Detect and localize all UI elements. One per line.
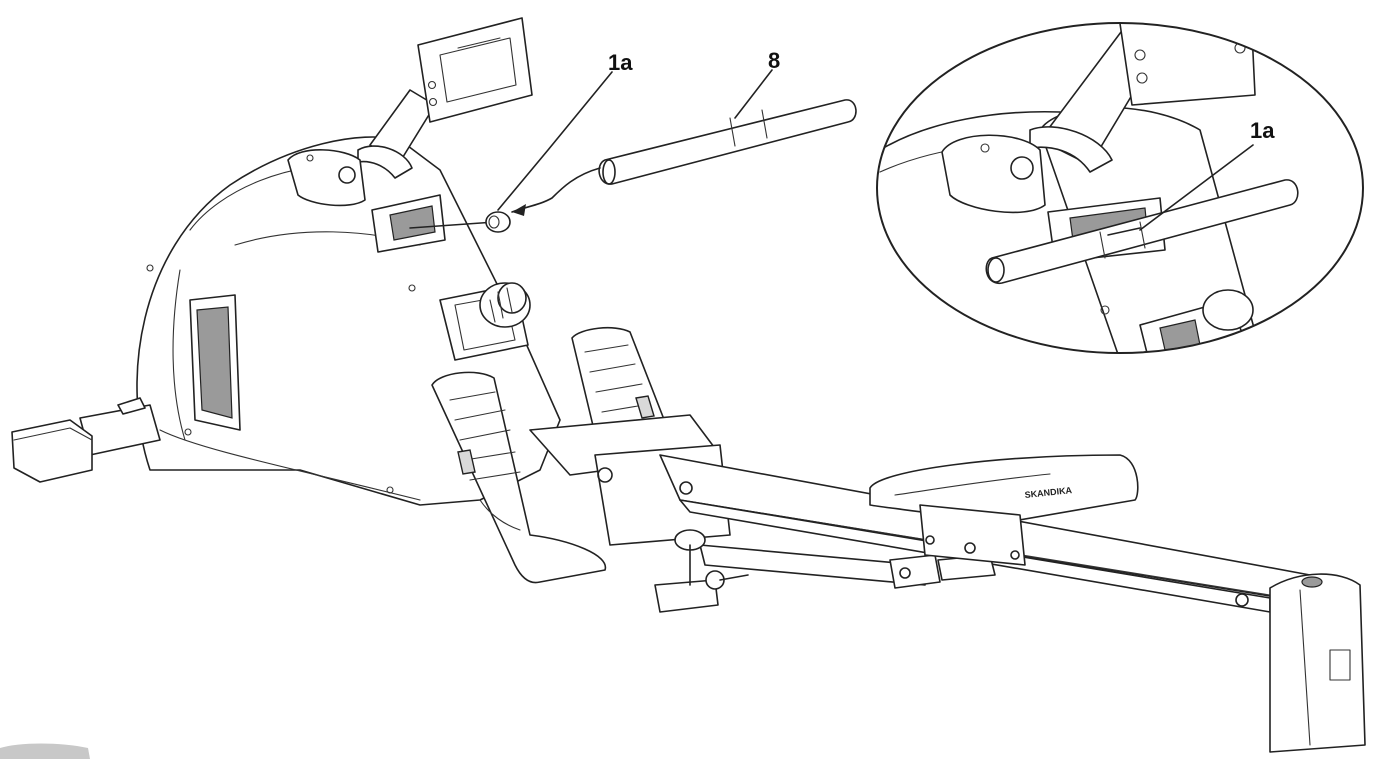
callout-label-1a: 1a (608, 50, 633, 75)
detail-callout-label-1a: 1a (1250, 118, 1275, 143)
tension-knob (439, 282, 531, 361)
seat: SKANDIKA (869, 454, 1139, 566)
strap-connector-1a (485, 211, 511, 233)
page-corner-tab (0, 743, 90, 759)
monitor-arm (357, 89, 436, 179)
handlebar-8 (598, 99, 857, 185)
handle-rest-pad (287, 149, 366, 207)
front-foot-adjuster (654, 529, 749, 613)
callout-8-leader (734, 69, 773, 119)
detail-callout-1a-leader (1139, 144, 1254, 231)
monitor-display (417, 17, 533, 123)
callout-label-8: 8 (768, 48, 780, 73)
air-vent-mesh (196, 306, 233, 419)
callout-1a-leader (497, 71, 613, 211)
detail-inset (876, 22, 1364, 354)
left-footrest (431, 371, 606, 584)
handle-catch-slot (371, 194, 496, 253)
front-stabilizer (11, 397, 161, 483)
assembly-arrow-head (512, 204, 526, 216)
lower-support-arm (699, 544, 996, 589)
seat-brand-label: SKANDIKA (1024, 485, 1073, 500)
rail-end-cap (1269, 573, 1366, 753)
